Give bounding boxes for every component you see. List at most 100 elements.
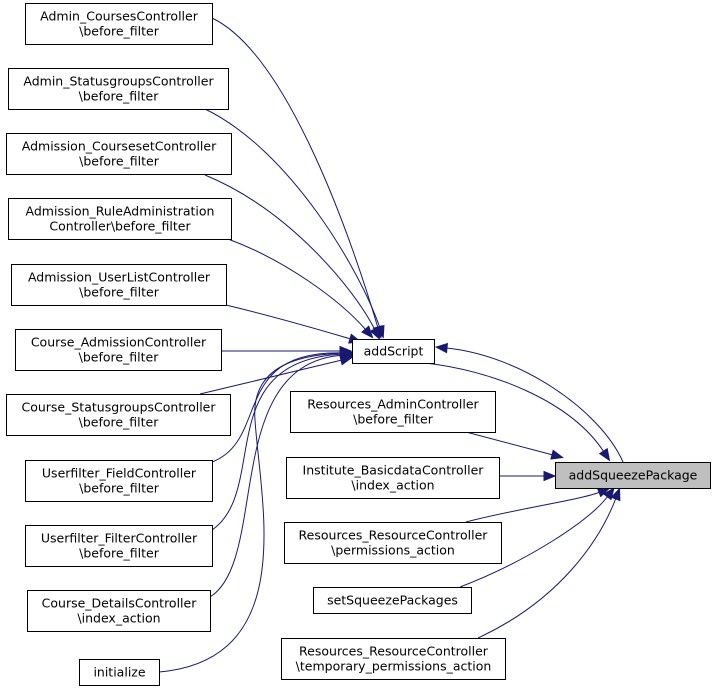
node-label: \before_filter — [79, 350, 160, 365]
edge-n5-to-addScript — [225, 304, 362, 344]
graph-node-n7[interactable]: Course_StatusgroupsController\before_fil… — [6, 394, 231, 436]
node-label: Course_DetailsController — [42, 596, 198, 611]
node-label: \index_action — [351, 478, 434, 493]
edge-r2-to-target — [499, 470, 557, 482]
node-label: initialize — [93, 665, 145, 680]
node-label: \before_filter — [79, 285, 160, 300]
edge-line — [211, 353, 345, 531]
node-box — [290, 391, 496, 433]
node-label: addScript — [364, 344, 424, 359]
node-label: Course_StatusgroupsController — [21, 400, 216, 415]
node-label: \before_filter — [79, 154, 160, 169]
node-label: Admin_CoursesController — [40, 9, 199, 24]
edge-n3-to-addScript — [204, 174, 381, 341]
arrowhead-icon — [340, 347, 354, 359]
edge-r1-to-target — [465, 431, 564, 460]
edge-target-to-addScript — [434, 342, 624, 463]
node-label: \temporary_permissions_action — [296, 659, 492, 674]
graph-node-n3[interactable]: Admission_CoursesetController\before_fil… — [6, 133, 232, 175]
node-label: \before_filter — [353, 412, 434, 427]
node-label: \index_action — [77, 611, 160, 626]
edge-line — [211, 352, 344, 463]
edge-line — [204, 108, 381, 329]
edge-line — [477, 497, 617, 639]
edge-n11-to-addScript — [158, 347, 354, 673]
edge-addScript-to-target — [424, 362, 611, 462]
node-label: Course_AdmissionController — [31, 335, 207, 350]
node-box — [27, 590, 211, 632]
edge-r3-to-target — [465, 487, 611, 523]
graph-node-n5[interactable]: Admission_UserListController\before_filt… — [11, 264, 227, 306]
graph-node-r5[interactable]: Resources_ResourceController\temporary_p… — [281, 638, 506, 680]
arrowhead-icon — [543, 470, 557, 482]
node-box — [281, 638, 506, 680]
node-label: \before_filter — [79, 89, 160, 104]
node-box — [284, 522, 502, 564]
node-label: Userfilter_FilterController — [41, 531, 198, 546]
edge-line — [459, 495, 609, 588]
arrowhead-icon — [369, 326, 381, 341]
edge-line — [209, 354, 347, 598]
node-box — [8, 68, 229, 110]
edge-r5-to-target — [477, 487, 621, 639]
edge-line — [465, 491, 601, 523]
node-label: \permissions_action — [331, 543, 455, 558]
node-box — [6, 394, 231, 436]
node-box — [352, 339, 435, 364]
node-label: Admission_RuleAdministration — [26, 204, 215, 219]
edge-line — [211, 17, 379, 329]
graph-node-r2[interactable]: Institute_BasicdataController\index_acti… — [286, 457, 500, 499]
node-label: \before_filter — [79, 24, 160, 39]
node-label: Resources_AdminController — [307, 397, 479, 412]
graph-node-r3[interactable]: Resources_ResourceController\permissions… — [284, 522, 502, 564]
graph-node-n10[interactable]: Course_DetailsController\index_action — [27, 590, 211, 632]
node-box — [286, 457, 500, 499]
node-box — [11, 264, 227, 306]
node-label: Resources_ResourceController — [299, 528, 489, 543]
graph-node-n1[interactable]: Admin_CoursesController\before_filter — [25, 3, 213, 45]
node-label: Userfilter_FieldController — [42, 466, 197, 481]
node-label: \before_filter — [79, 481, 160, 496]
graph-node-n2[interactable]: Admin_StatusgroupsController\before_filt… — [8, 68, 229, 110]
arrowhead-icon — [610, 487, 621, 502]
edge-line — [204, 174, 376, 331]
node-label: \before_filter — [79, 546, 160, 561]
node-box — [8, 198, 232, 240]
edge-n1-to-addScript — [211, 17, 383, 339]
graph-node-r4[interactable]: setSqueezePackages — [313, 587, 472, 614]
node-label: Admin_StatusgroupsController — [23, 74, 214, 89]
graph-node-n8[interactable]: Userfilter_FieldController\before_filter — [25, 460, 213, 502]
node-box — [79, 659, 160, 686]
node-label: Admission_UserListController — [28, 270, 211, 285]
graph-node-n4[interactable]: Admission_RuleAdministrationController\b… — [8, 198, 232, 240]
node-label: Controller\before_filter — [49, 219, 191, 234]
node-label: Admission_CoursesetController — [22, 139, 217, 154]
edge-n7-to-addScript — [199, 355, 353, 395]
graph-node-n9[interactable]: Userfilter_FilterController\before_filte… — [25, 525, 213, 567]
graph-node-addScript[interactable]: addScript — [352, 339, 435, 364]
graph-node-r1[interactable]: Resources_AdminController\before_filter — [290, 391, 496, 433]
edge-line — [158, 352, 343, 673]
node-box — [15, 329, 222, 371]
edge-line — [445, 347, 624, 463]
edge-line — [199, 359, 343, 395]
graph-node-target[interactable]: addSqueezePackage — [555, 462, 711, 489]
graph-node-n11[interactable]: initialize — [79, 659, 160, 686]
node-box — [555, 462, 711, 489]
node-box — [25, 525, 213, 567]
arrowhead-icon — [550, 449, 564, 460]
node-label: \before_filter — [79, 415, 160, 430]
edge-line — [227, 238, 367, 331]
edge-line — [424, 362, 605, 453]
edge-line — [225, 304, 352, 340]
node-box — [6, 133, 232, 175]
node-label: Resources_ResourceController — [299, 644, 489, 659]
arrowhead-icon — [361, 325, 374, 339]
node-label: setSqueezePackages — [327, 593, 458, 608]
graph-node-n6[interactable]: Course_AdmissionController\before_filter — [15, 329, 222, 371]
node-box — [313, 587, 472, 614]
node-box — [25, 460, 213, 502]
edge-line — [465, 431, 554, 456]
node-label: Institute_BasicdataController — [303, 463, 485, 478]
edge-n9-to-addScript — [211, 348, 356, 531]
